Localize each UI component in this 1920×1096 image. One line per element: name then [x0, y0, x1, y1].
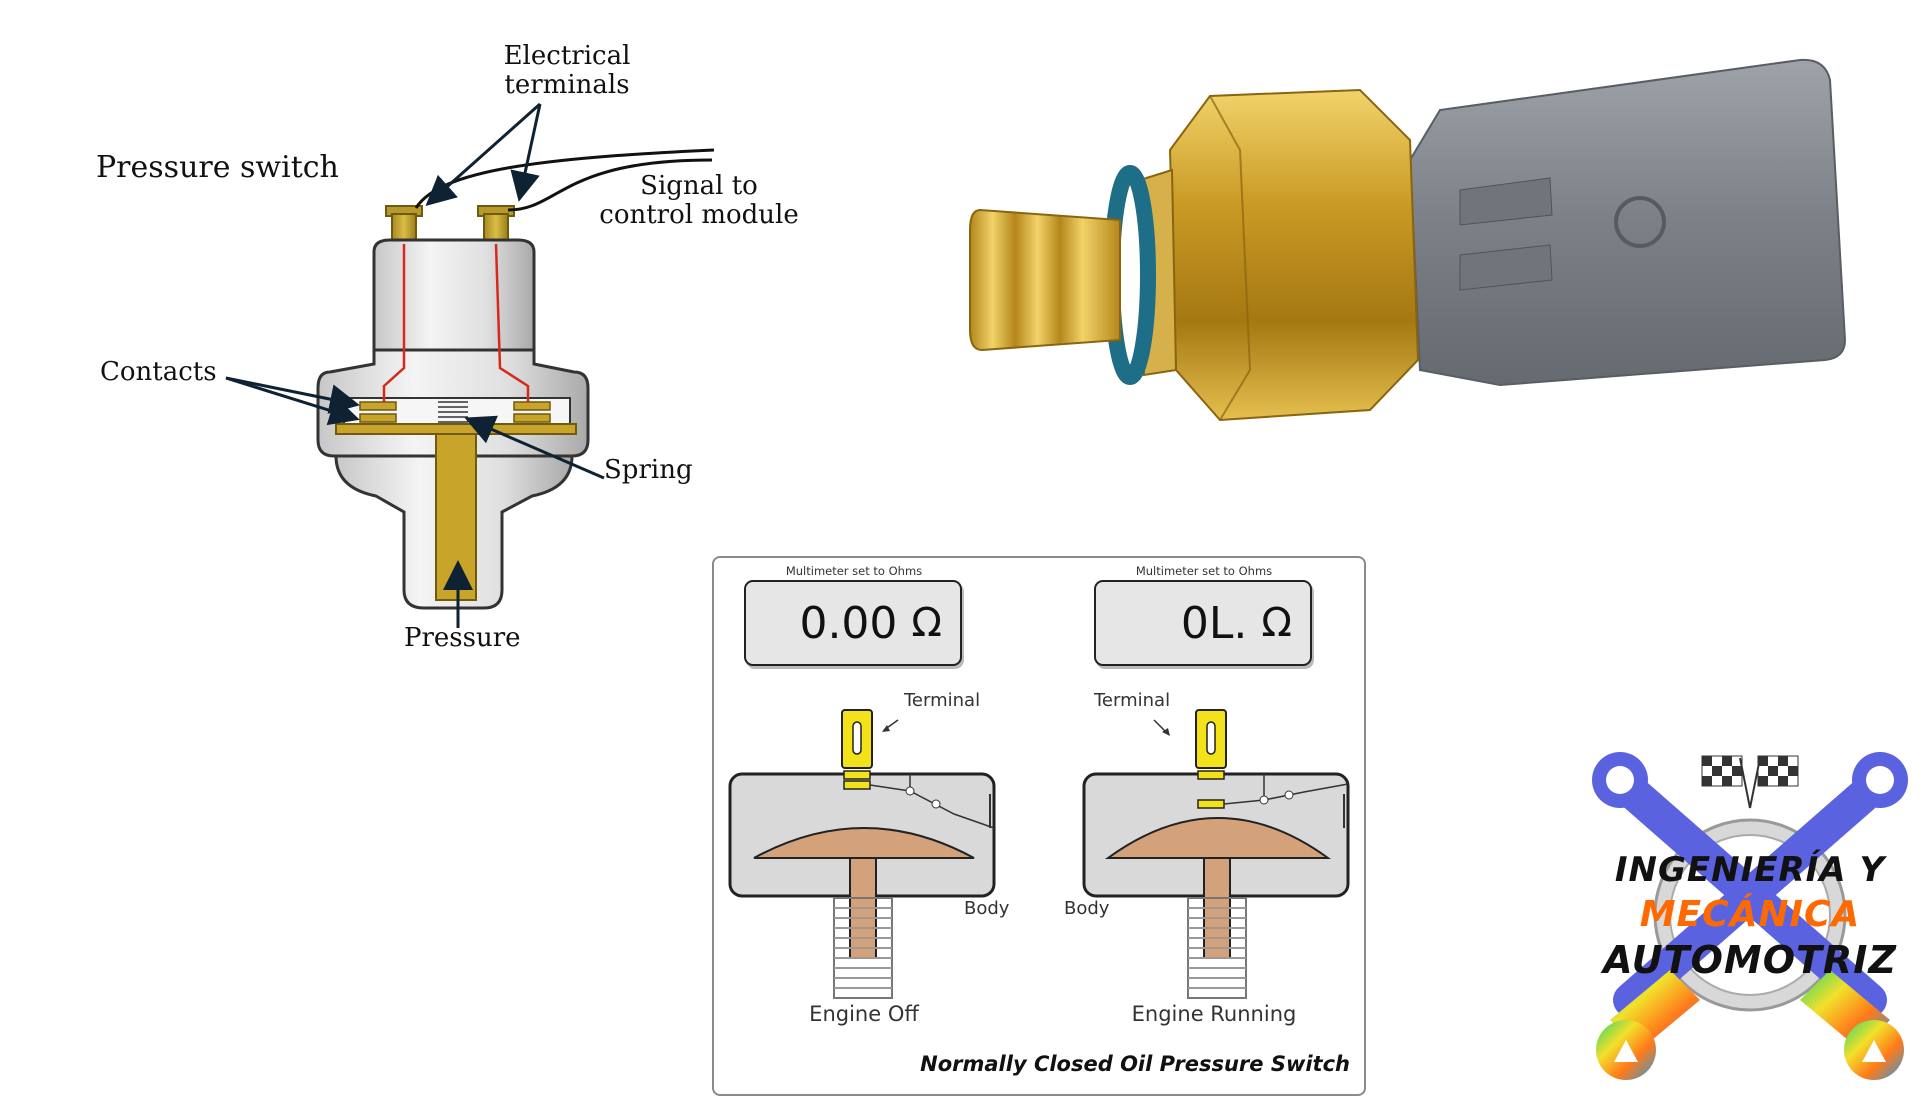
right-reading: 0L. [1180, 597, 1248, 649]
engine-off-label: Engine Off [809, 1002, 919, 1026]
wrench-blue-icon [1592, 752, 1908, 1017]
oil-pressure-switch-panel: Multimeter set to Ohms 0.00 Ω Multimeter… [712, 556, 1366, 1096]
label-pressure: Pressure [404, 623, 521, 653]
upper-housing [372, 238, 536, 352]
plunger [435, 433, 477, 601]
terminal-post-left [391, 213, 417, 243]
arrow-contacts-2 [225, 376, 360, 426]
spring [438, 401, 468, 423]
arrow-spring [464, 415, 605, 480]
brand-logo: INGENIERÍA Y MECÁNICA AUTOMOTRIZ [1590, 750, 1910, 1080]
cutaway-drawing [225, 102, 715, 628]
label-electrical-terminals: Electrical terminals [503, 41, 631, 100]
switch-diagrams [728, 709, 1350, 999]
wrench-rainbow-icon [1596, 970, 1904, 1080]
contact-upper-right [513, 401, 551, 411]
right-body-label: Body [1064, 898, 1110, 919]
wire-right [494, 243, 530, 402]
arrow-terminal-right [510, 103, 542, 202]
cutaway-title: Pressure switch [96, 150, 339, 185]
connector-logo [1614, 196, 1666, 248]
hex-body [1168, 88, 1420, 422]
wire-left [382, 244, 406, 402]
right-meter-caption: Multimeter set to Ohms [1135, 564, 1273, 578]
contact-lower-left [359, 413, 397, 423]
left-reading: 0.00 [799, 597, 898, 649]
switch-engine-off [728, 709, 996, 999]
label-spring: Spring [604, 455, 693, 485]
left-meter-caption: Multimeter set to Ohms [785, 564, 923, 578]
left-terminal-label: Terminal [904, 690, 981, 711]
label-contacts: Contacts [100, 357, 217, 387]
logo-line-1: INGENIERÍA Y [1614, 850, 1886, 890]
contact-lower-right [513, 413, 551, 423]
switch-engine-running [1082, 709, 1350, 999]
contact-upper-left [359, 401, 397, 411]
left-body-label: Body [964, 898, 1010, 919]
panel-title: Normally Closed Oil Pressure Switch [920, 1052, 1350, 1076]
logo-line-2: MECÁNICA [1639, 894, 1861, 935]
left-ohm-unit: Ω [911, 600, 942, 646]
contact-plate [335, 423, 577, 435]
right-multimeter-display: 0L. Ω [1094, 580, 1312, 666]
arrow-terminal-left [425, 102, 541, 206]
logo-line-3: AUTOMOTRIZ [1603, 938, 1897, 982]
connector-housing [1408, 58, 1847, 387]
terminal-post-right [483, 213, 509, 243]
signal-wire-2 [507, 158, 713, 212]
engine-running-label: Engine Running [1131, 1002, 1297, 1026]
logo-graphic [1592, 752, 1908, 1080]
threaded-stem [969, 208, 1121, 352]
checkered-flags-icon [1701, 755, 1799, 809]
label-signal: Signal to control module [599, 171, 799, 230]
sensor-photo [969, 58, 1847, 422]
right-terminal-label: Terminal [1094, 690, 1171, 711]
left-multimeter-display: 0.00 Ω [744, 580, 962, 666]
right-ohm-unit: Ω [1261, 600, 1292, 646]
